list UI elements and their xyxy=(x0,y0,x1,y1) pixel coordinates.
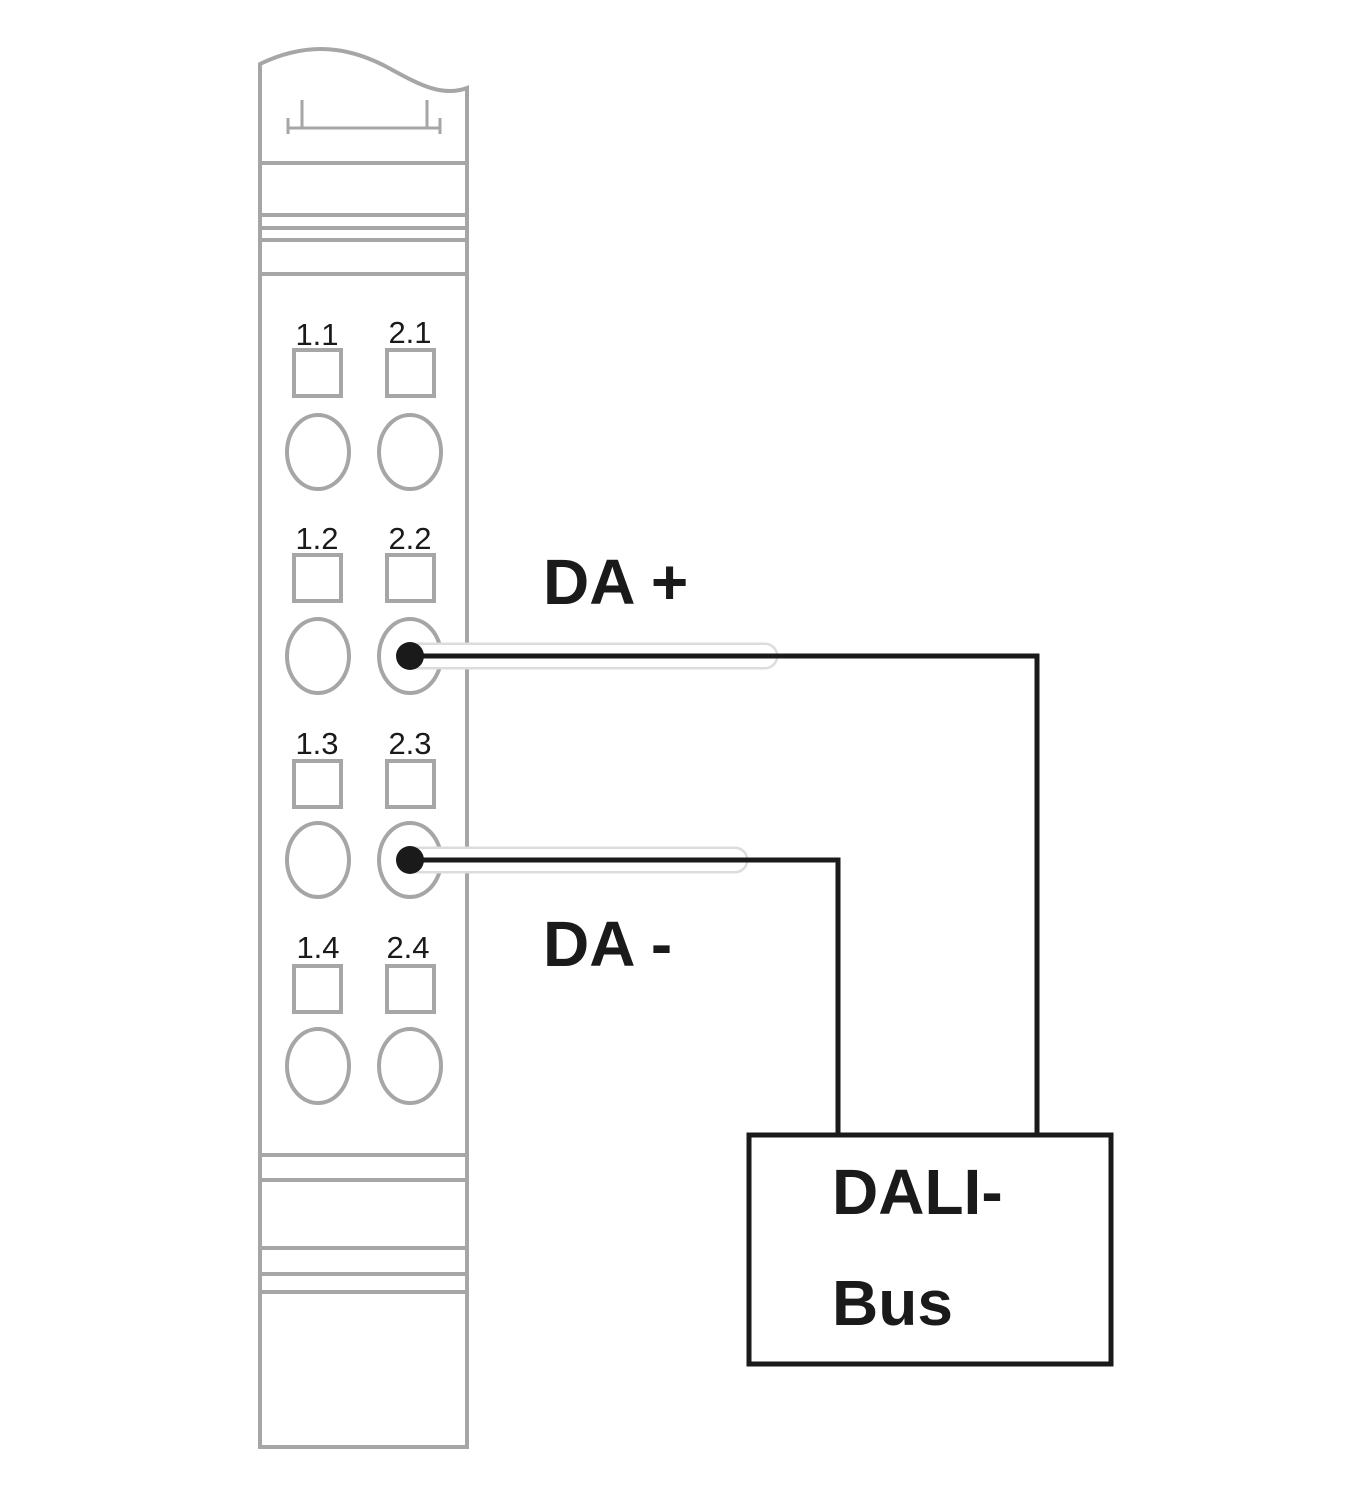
terminal-label: 2.2 xyxy=(388,521,431,556)
dali-bus-label-line2: Bus xyxy=(832,1267,953,1339)
terminal-label: 2.3 xyxy=(388,726,431,761)
terminal-wire-entry xyxy=(377,413,443,491)
terminal-release-slot xyxy=(292,759,343,809)
terminal-1-1: 1.1 xyxy=(285,317,351,491)
terminal-label: 1.4 xyxy=(296,930,339,965)
terminal-1-4: 1.4 xyxy=(285,930,351,1105)
terminal-module: 1.1 2.1 1.2 2.2 1.3 2.3 xyxy=(258,47,469,1449)
wire-insulation xyxy=(396,642,779,874)
terminal-wire-entry xyxy=(285,821,351,899)
terminal-label: 1.1 xyxy=(295,317,338,352)
wire-da-plus xyxy=(396,642,1040,1135)
da-plus-conductor xyxy=(410,653,1040,1135)
terminal-1-2: 1.2 xyxy=(285,521,351,695)
terminal-label: 1.3 xyxy=(295,726,338,761)
terminal-wire-entry xyxy=(285,413,351,491)
terminal-2-4: 2.4 xyxy=(377,930,443,1105)
da-plus-connection-dot xyxy=(396,642,424,670)
dali-bus-box: DALI- Bus xyxy=(746,1132,1114,1367)
terminal-label: 2.1 xyxy=(388,315,431,350)
dali-bus-label-line1: DALI- xyxy=(832,1156,1003,1228)
da-minus-conductor xyxy=(410,857,841,1135)
terminal-2-1: 2.1 xyxy=(377,315,443,491)
module-bottom-bands xyxy=(260,1153,467,1294)
wire-da-minus xyxy=(396,846,841,1135)
terminal-release-slot xyxy=(385,348,436,398)
terminal-1-3: 1.3 xyxy=(285,726,351,899)
terminal-release-slot xyxy=(292,553,343,603)
terminal-release-slot xyxy=(292,348,343,398)
da-minus-label: DA - xyxy=(543,908,672,980)
terminal-release-slot xyxy=(385,759,436,809)
terminal-label: 2.4 xyxy=(386,930,429,965)
dali-bus-outline xyxy=(746,1132,1114,1367)
terminal-release-slot xyxy=(385,553,436,603)
terminal-release-slot xyxy=(385,964,436,1014)
module-housing-outline xyxy=(258,47,469,1449)
terminal-wire-entry xyxy=(377,1027,443,1105)
din-rail-symbol xyxy=(286,100,442,134)
terminal-wire-entry xyxy=(285,617,351,695)
terminal-release-slot xyxy=(292,964,343,1014)
da-minus-connection-dot xyxy=(396,846,424,874)
terminal-wire-entry xyxy=(285,1027,351,1105)
module-top-bands xyxy=(260,161,467,276)
terminal-label: 1.2 xyxy=(295,521,338,556)
da-plus-label: DA + xyxy=(543,546,688,618)
